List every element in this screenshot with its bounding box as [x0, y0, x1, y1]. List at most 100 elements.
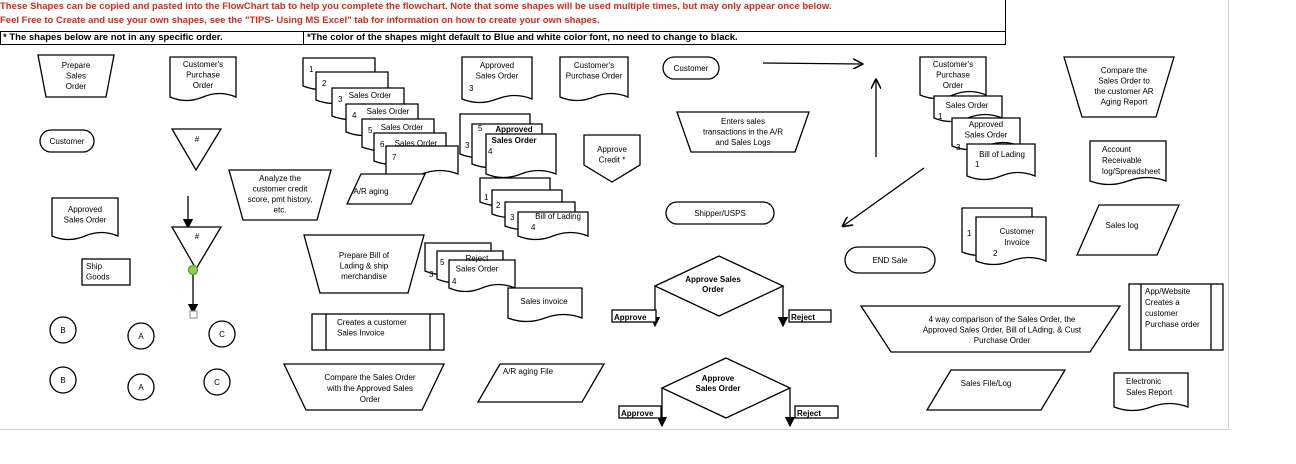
- predefined-creates-invoice: [311, 313, 445, 351]
- document-bill-of-lading-3: [966, 143, 1036, 181]
- connector-a-2-label: A: [138, 383, 144, 392]
- approved-so-doc-label-line-2: Sales Order: [476, 72, 519, 81]
- four-way-label-line-3: Purchase Order: [974, 336, 1031, 345]
- instructions-line-1: These Shapes can be copied and pasted in…: [0, 1, 832, 12]
- note-right: *The color of the shapes might default t…: [307, 32, 738, 43]
- stack-number-7: 7: [392, 153, 397, 162]
- stack-e-number-1: 1: [967, 229, 972, 238]
- approved-so-3-label-line-1: Approved: [969, 120, 1003, 129]
- four-way-label-line-1: 4 way comparison of the Sales Order, the: [929, 315, 1076, 324]
- compare-ar-label-line-3: the customer AR: [1094, 87, 1153, 96]
- reject-label-box-1: [788, 309, 832, 323]
- stack-sales-order-label-3: Sales Order: [381, 123, 424, 132]
- customer-po-3-label-line-1: Customer's: [933, 60, 973, 69]
- sales-file-log-label: Sales File/Log: [961, 379, 1012, 388]
- compare-ar-label-line-4: Aging Report: [1101, 98, 1148, 107]
- customer-po-1-label-line-1: Customer's: [183, 60, 223, 69]
- ship-goods-label-line-2: Goods: [86, 273, 110, 282]
- customer-invoice-label-line-1: Customer: [1000, 227, 1035, 236]
- enters-sales-label-line-1: Enters sales: [721, 117, 765, 126]
- manual-operation-analyze-credit: [228, 169, 332, 221]
- reject-label-1: Reject: [791, 313, 815, 322]
- stack-d-number-4: 4: [452, 277, 457, 286]
- four-way-label-line-2: Approved Sales Order, Bill of LAding, & …: [923, 326, 1082, 335]
- reject-so-label-line-2: Sales Order: [456, 265, 499, 274]
- terminator-shipper-usps: [665, 201, 775, 225]
- sales-log-label: Sales log: [1106, 221, 1139, 230]
- connector-c-1: [208, 320, 236, 348]
- process-ship-goods: [81, 258, 131, 286]
- app-website-label-line-1: App/Website: [1145, 287, 1191, 296]
- enters-sales-label-line-2: transactions in the A/R: [703, 128, 783, 137]
- manual-operation-prepare-bol: [303, 234, 425, 294]
- stack-c-number-2: 2: [496, 201, 501, 210]
- connector-a-2: [127, 373, 155, 401]
- approve-credit-label-line-2: Credit *: [599, 156, 626, 165]
- stacked-reject-so-doc-3: [448, 259, 516, 293]
- approve-label-2: Approve: [621, 409, 654, 418]
- document-approved-sales-order-left: [51, 197, 119, 241]
- stack-b-number-4: 4: [488, 147, 493, 156]
- hash-2-label: #: [195, 232, 200, 241]
- stack-c-number-3: 3: [510, 213, 515, 222]
- stacked-sales-order-doc-7: [385, 145, 459, 179]
- approved-so-3-number: 3: [956, 143, 961, 152]
- stack-c-number-4: 4: [531, 223, 536, 232]
- customer-oval-1-label: Customer: [674, 64, 709, 73]
- prepare-sales-order-label-line-3: Order: [66, 82, 87, 91]
- approved-so-3-label-line-2: Sales Order: [965, 131, 1008, 140]
- document-account-receivable: [1089, 140, 1167, 186]
- approve-label-box-1: [611, 309, 657, 323]
- stack-d-number-3: 3: [429, 270, 434, 279]
- reject-label-box-2: [794, 405, 839, 419]
- stack-b-number-5: 5: [478, 124, 483, 133]
- sheet-bottom-line: [0, 429, 1228, 430]
- enters-sales-label-line-3: and Sales Logs: [715, 138, 770, 147]
- manual-operation-compare-ar: [1063, 56, 1175, 118]
- instructions-line-2: Feel Free to Create and use your own sha…: [0, 15, 600, 26]
- note-right-cell: [303, 31, 1006, 45]
- connector-c-2-label: C: [214, 378, 220, 387]
- analyze-credit-label-line-1: Analyze the: [259, 174, 301, 183]
- customer-po-1-label-line-3: Order: [193, 81, 214, 90]
- approve-so-diamond-2-label-line-1: Approve: [702, 374, 735, 383]
- compare-ar-label-line-1: Compare the: [1101, 66, 1148, 75]
- sales-invoice-label: Sales invoice: [520, 297, 568, 306]
- customer-po-3-label-line-2: Purchase: [936, 71, 970, 80]
- approve-label-1: Approve: [614, 313, 647, 322]
- merge-triangle-2: [170, 226, 223, 271]
- bill-of-lading-stack-label: Bill of Lading: [535, 212, 581, 221]
- data-sales-file-log: [925, 369, 1067, 411]
- prepare-sales-order-label-line-2: Sales: [66, 72, 86, 81]
- analyze-credit-label-line-4: etc.: [274, 206, 287, 215]
- prepare-bol-label-line-3: merchandise: [341, 272, 387, 281]
- electronic-report-label-line-1: Electronic: [1126, 377, 1161, 386]
- account-receivable-label-line-2: Receivable: [1102, 156, 1142, 165]
- approved-so-stack-label-line-1: Approved: [495, 125, 532, 134]
- note-left: * The shapes below are not in any specif…: [3, 32, 223, 43]
- analyze-credit-label-line-2: customer credit: [253, 185, 308, 194]
- sheet-right-line: [1228, 0, 1229, 430]
- sales-order-3-number: 1: [938, 112, 943, 121]
- end-sale-label: END Sale: [872, 256, 908, 265]
- prepare-bol-label-line-2: Lading & ship: [340, 262, 389, 271]
- connector-handle-square: [189, 310, 198, 319]
- connector-b-1-label: B: [60, 326, 65, 335]
- electronic-report-label-line-2: Sales Report: [1126, 388, 1173, 397]
- bill-of-lading-3-number: 1: [975, 160, 980, 169]
- stack-number-3: 3: [338, 95, 343, 104]
- connector-handle-green: [187, 264, 199, 276]
- stack-number-2: 2: [322, 79, 327, 88]
- stack-c-number-1: 1: [484, 193, 489, 202]
- account-receivable-label-line-3: log/Spreadsheet: [1102, 167, 1161, 176]
- app-website-label-line-2: Creates a: [1145, 298, 1180, 307]
- reject-so-label-line-1: Reject: [466, 254, 489, 263]
- app-website-label-line-3: customer: [1145, 309, 1178, 318]
- stack-e-number-2: 2: [993, 249, 998, 258]
- data-ar-aging: [345, 173, 427, 205]
- stacked-customer-invoice-doc-2: [975, 216, 1047, 266]
- connector-a-1: [127, 322, 155, 350]
- document-customer-purchase-order-2: [559, 56, 629, 102]
- creates-invoice-label-line-1: Creates a customer: [337, 318, 407, 327]
- stacked-bill-of-lading-doc-4: [517, 211, 589, 241]
